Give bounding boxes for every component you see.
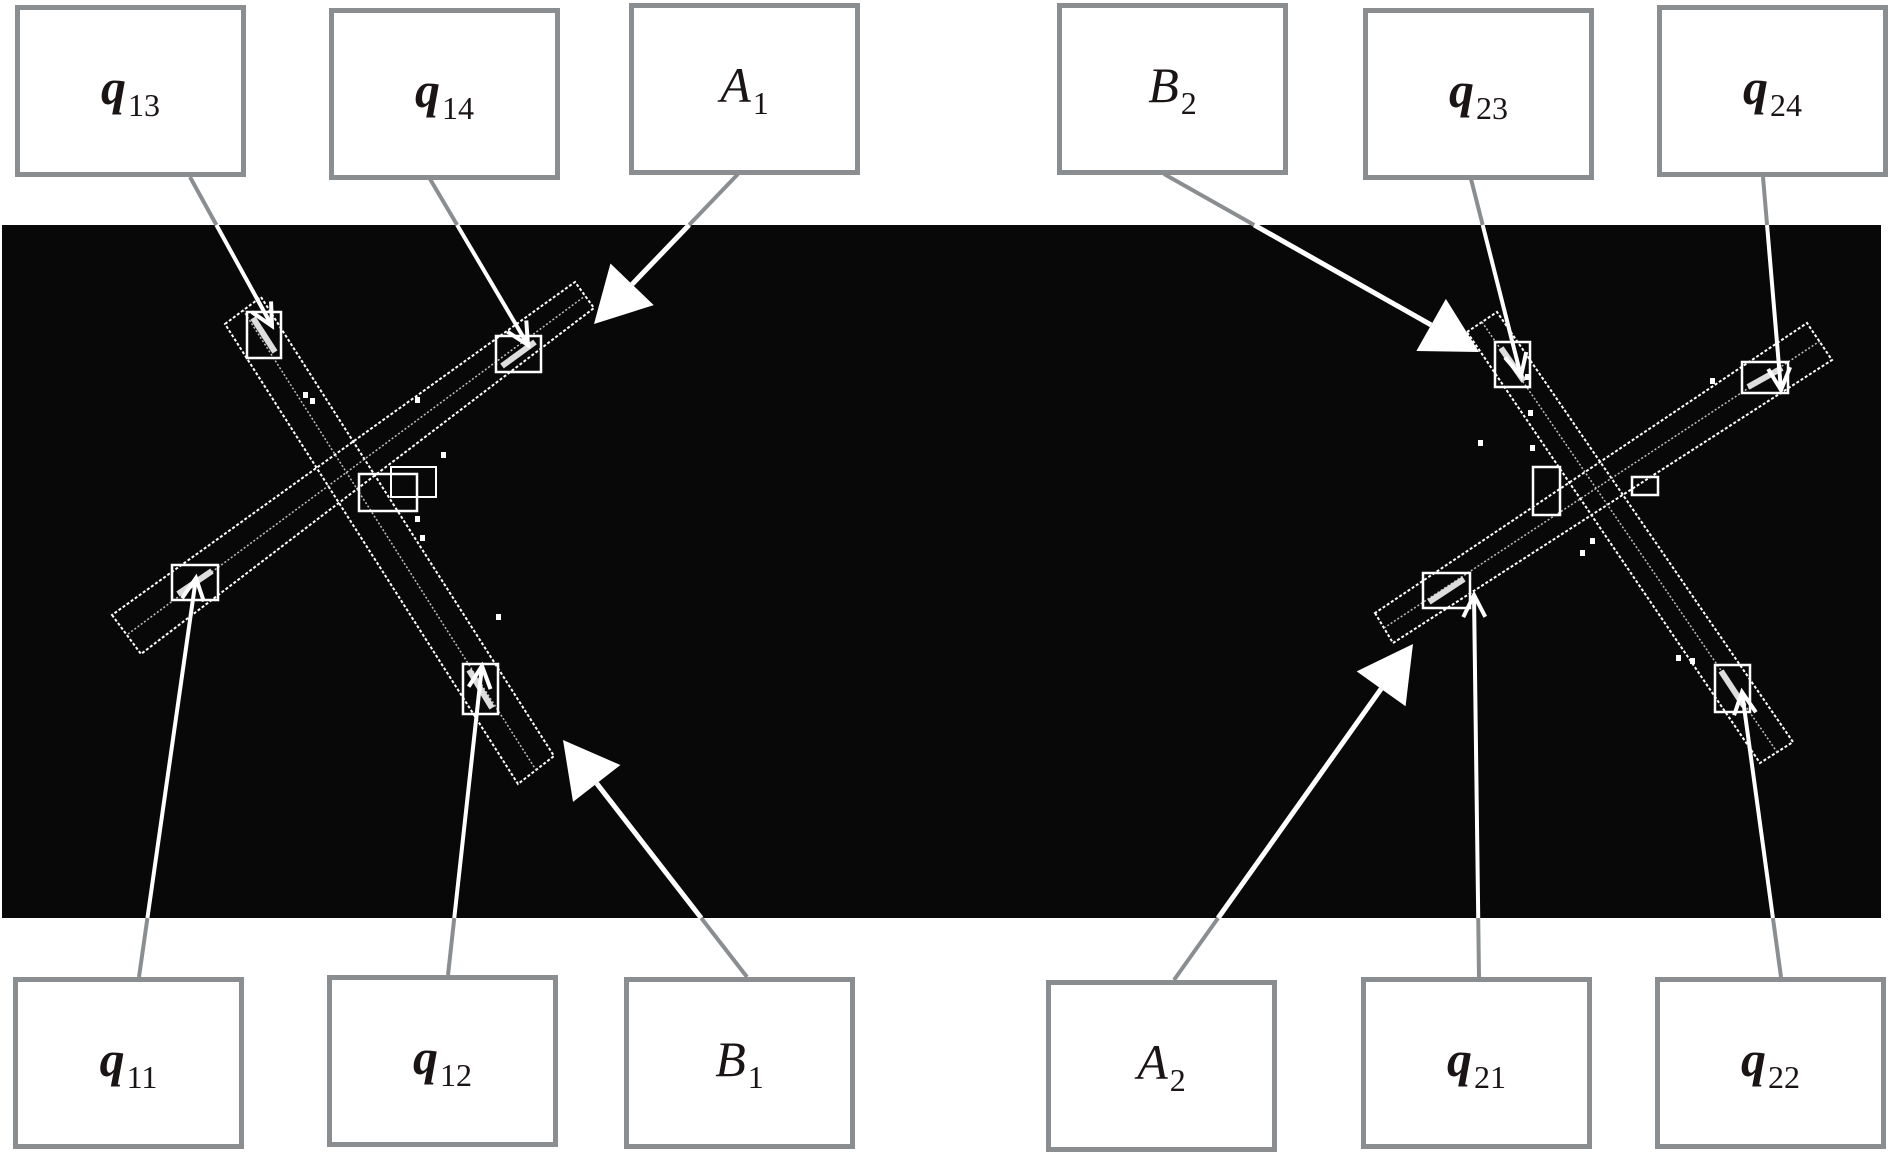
detected-rectangle-B1 (223, 295, 556, 786)
arrowhead-q13 (250, 301, 275, 330)
label-box-B1: B1 (624, 977, 855, 1149)
corner-stroke-q24 (1746, 365, 1784, 390)
noise-speck (1690, 658, 1695, 664)
label-q21: q21 (1447, 1030, 1506, 1095)
corner-box-q21 (1421, 571, 1472, 610)
arrow-shaft-A1 (630, 223, 691, 287)
centerline-A2 (1383, 340, 1821, 629)
arrowhead-B2 (1416, 298, 1479, 352)
arrow-shaft-B1 (594, 781, 704, 920)
arrow-shaft-A2 (1216, 687, 1384, 920)
label-q24: q24 (1743, 58, 1802, 123)
label-q22: q22 (1741, 1030, 1800, 1095)
arrow-shaft-q12 (452, 665, 484, 919)
arrowhead-A1 (594, 263, 654, 324)
arrow-shaft-q14 (455, 223, 530, 347)
label-q11: q11 (99, 1030, 158, 1095)
arrow-leader-q11 (137, 917, 150, 978)
label-q14: q14 (415, 61, 474, 126)
label-box-q14: q14 (329, 8, 560, 180)
noise-speck (415, 397, 420, 403)
arrow-leader-q21 (1476, 917, 1481, 978)
label-box-q11: q11 (13, 977, 244, 1149)
noise-speck (1676, 655, 1681, 661)
corner-box-q11 (170, 563, 220, 602)
noise-speck (310, 398, 315, 404)
label-box-q22: q22 (1655, 977, 1886, 1149)
arrow-leader-A1 (687, 172, 740, 227)
centerline-B1 (242, 309, 537, 771)
arrow-leader-B1 (699, 916, 749, 979)
arrowhead-q14 (506, 320, 531, 349)
noise-speck (1580, 550, 1585, 556)
intersection-box-left-b (390, 466, 437, 498)
noise-speck (496, 614, 501, 620)
arrow-leader-A2 (1172, 916, 1220, 982)
noise-speck (441, 452, 446, 458)
arrow-shaft-q11 (145, 577, 198, 919)
label-A2: A2 (1137, 1033, 1186, 1098)
label-box-A1: A1 (629, 3, 860, 175)
noise-speck (1590, 538, 1595, 544)
arrowhead-q23 (1503, 351, 1529, 381)
noise-speck (420, 535, 425, 541)
arrow-shaft-q21 (1472, 594, 1481, 919)
noise-speck (1530, 445, 1535, 451)
arrow-leader-q14 (428, 177, 459, 227)
arrow-leader-B2 (1163, 172, 1256, 227)
noise-speck (1528, 410, 1533, 416)
label-box-q23: q23 (1363, 8, 1594, 180)
label-box-B2: B2 (1057, 3, 1288, 175)
label-box-q24: q24 (1657, 5, 1888, 177)
arrowhead-q11 (180, 573, 206, 602)
noise-speck (1525, 374, 1530, 380)
label-q12: q12 (413, 1028, 472, 1093)
arrowhead-A2 (1356, 644, 1413, 707)
label-B2: B2 (1148, 56, 1197, 121)
noise-speck (1478, 440, 1483, 446)
corner-box-q22 (1713, 663, 1752, 714)
noise-speck (415, 516, 420, 522)
arrow-shaft-q13 (214, 224, 274, 327)
binary-image-band (2, 225, 1881, 918)
centerline-B2 (1481, 321, 1778, 753)
arrowhead-q24 (1766, 366, 1792, 395)
arrowhead-q22 (1732, 687, 1758, 716)
label-q13: q13 (101, 58, 160, 123)
arrow-leader-q12 (446, 917, 457, 976)
detected-rectangle-A1 (110, 280, 596, 656)
arrow-shaft-q23 (1480, 224, 1523, 377)
label-A1: A1 (720, 56, 769, 121)
arrow-shaft-B2 (1253, 222, 1433, 328)
arrowhead-q12 (466, 661, 493, 690)
corner-box-q12 (461, 662, 500, 716)
arrowhead-q21 (1461, 590, 1488, 619)
label-B1: B1 (715, 1030, 764, 1095)
intersection-box-left-a (357, 472, 419, 513)
intersection-box-right-a (1531, 465, 1562, 517)
label-box-q21: q21 (1361, 977, 1592, 1149)
arrow-leader-q24 (1761, 176, 1770, 226)
corner-box-q14 (494, 334, 543, 374)
arrow-shaft-q24 (1765, 224, 1783, 391)
label-box-q12: q12 (327, 975, 558, 1147)
arrow-shaft-q22 (1740, 691, 1775, 919)
arrow-leader-q23 (1469, 178, 1485, 226)
arrow-leader-q22 (1770, 917, 1783, 978)
corner-stroke-q13 (250, 316, 278, 354)
label-q23: q23 (1449, 61, 1508, 126)
noise-speck (1710, 378, 1715, 384)
label-box-A2: A2 (1046, 980, 1277, 1152)
arrowhead-B1 (563, 740, 621, 802)
noise-speck (303, 392, 308, 398)
detected-rectangle-B2 (1465, 310, 1795, 765)
label-box-q13: q13 (15, 5, 246, 177)
intersection-box-right-b (1630, 475, 1660, 497)
centerline-A1 (127, 295, 586, 635)
detected-rectangle-A2 (1373, 321, 1834, 645)
arrow-leader-q13 (188, 176, 219, 226)
corner-stroke-q21 (1427, 576, 1466, 605)
